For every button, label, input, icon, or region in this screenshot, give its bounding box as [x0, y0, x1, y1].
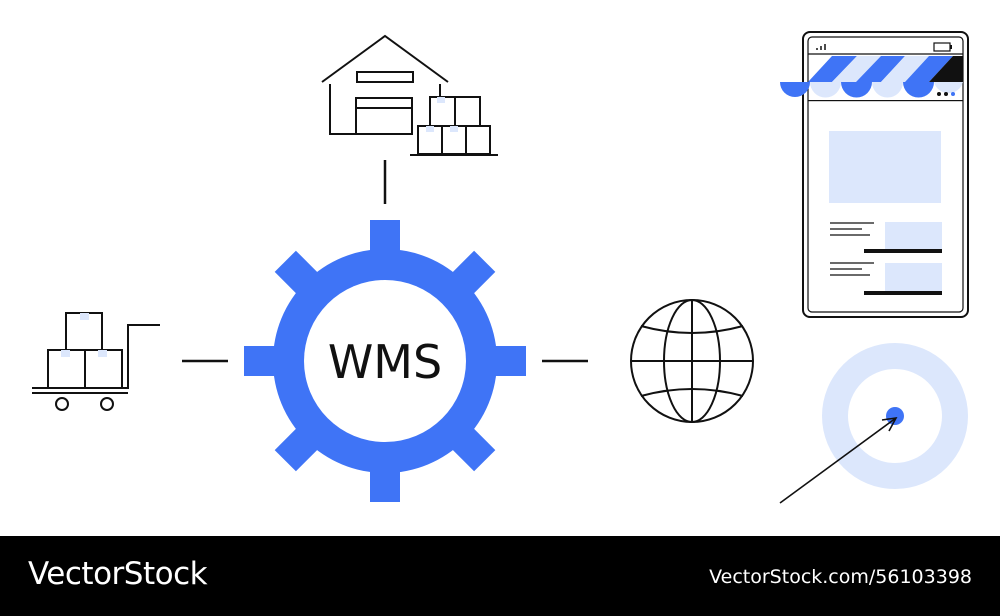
wms-label: WMS: [328, 335, 442, 389]
warehouse-icon: [321, 34, 498, 156]
product-row-1: [830, 222, 942, 253]
product-row-2: [830, 262, 942, 295]
globe-icon: [630, 299, 754, 423]
brand-logo[interactable]: VectorStock: [28, 556, 208, 592]
gear-icon: [244, 220, 526, 502]
image-credit[interactable]: VectorStock.com/56103398: [709, 566, 972, 588]
footer-bar: VectorStock VectorStock.com/56103398: [0, 536, 1000, 616]
mobile-store-icon: [780, 31, 969, 318]
banner-placeholder: [829, 131, 941, 203]
hand-truck-icon: [32, 312, 160, 411]
wms-diagram: WMS: [32, 31, 969, 504]
awning: [780, 56, 963, 98]
menu-dots-icon: [937, 92, 941, 96]
target-icon: [822, 343, 968, 489]
arrow-icon: [779, 416, 898, 504]
